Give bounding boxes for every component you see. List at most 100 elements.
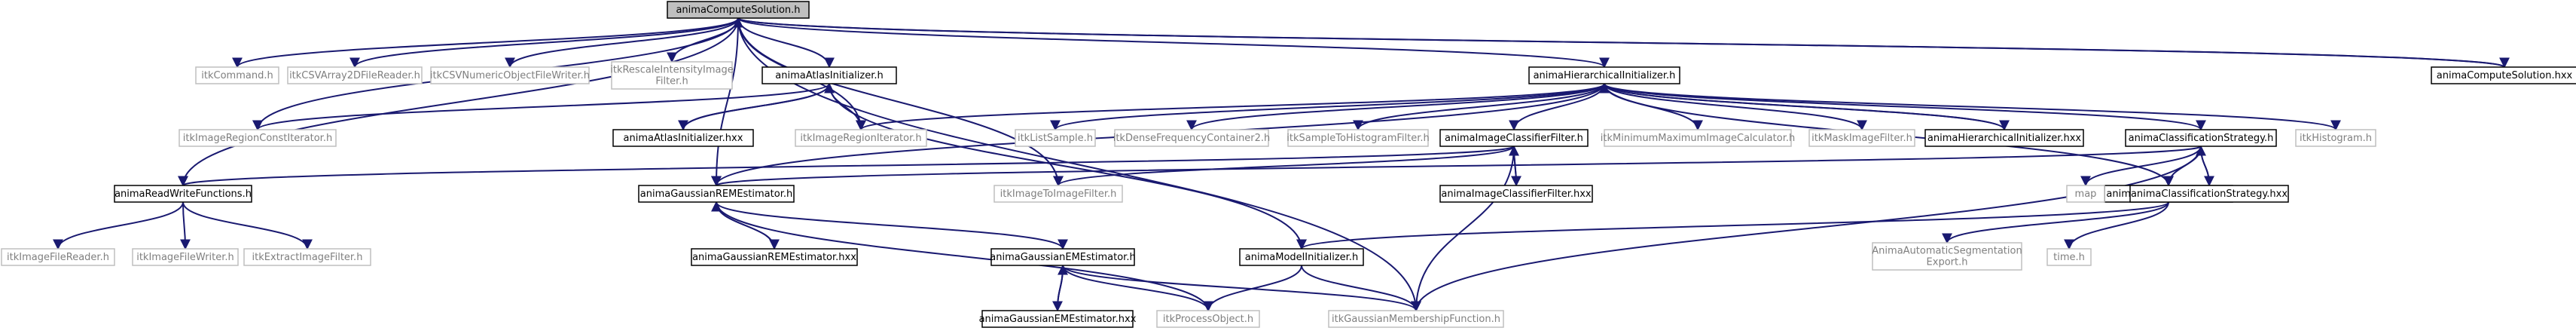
edge-classFilter-to-gaussMem xyxy=(1411,146,1515,312)
edge-atlasHxx-to-atlasInit xyxy=(682,82,835,130)
node-box xyxy=(114,185,252,203)
edge-gremE-to-procObj xyxy=(716,201,1213,312)
node-itkCSVNumeric: itkCSVNumericObjectFileWriter.h xyxy=(430,66,590,84)
node-label: itkImageFileWriter.h xyxy=(136,252,234,263)
node-label: animaAtlasInitializer.hxx xyxy=(624,133,743,144)
node-box xyxy=(612,129,754,147)
edge-classFilter-to-imgToImg xyxy=(1053,146,1515,187)
node-label: itkGaussianMembershipFunction.h xyxy=(1332,314,1500,325)
node-classStratHxx[interactable]: animaClassificationStrategy.hxx xyxy=(2129,185,2289,203)
node-gremE[interactable]: animaGaussianREMEstimator.h xyxy=(638,185,795,203)
node-label: itkListSample.h xyxy=(1018,133,1093,144)
node-label: itkHistogram.h xyxy=(2300,133,2372,144)
node-box xyxy=(2046,248,2092,266)
node-label: itkCSVNumericObjectFileWriter.h xyxy=(430,70,590,81)
node-atlasInit[interactable]: animaAtlasInitializer.h xyxy=(762,66,897,84)
node-box xyxy=(1439,185,1593,203)
edge-root-to-itkCSVNumeric xyxy=(505,17,739,69)
edge-randInit-to-time xyxy=(2064,201,2169,250)
node-atlasHxx[interactable]: animaAtlasInitializer.hxx xyxy=(612,129,754,147)
node-readWrite[interactable]: animaReadWriteFunctions.h xyxy=(114,185,252,203)
node-label: animaGaussianREMEstimator.hxx xyxy=(692,252,856,263)
edge-root-to-atlasInit xyxy=(737,17,835,69)
node-box xyxy=(2066,185,2105,203)
node-gremEHxx[interactable]: animaGaussianREMEstimator.hxx xyxy=(691,248,858,266)
node-regionIter: itkImageRegionIterator.h xyxy=(795,129,927,147)
edge-readWrite-to-fileReader xyxy=(53,201,184,250)
node-histogram: itkHistogram.h xyxy=(2295,129,2376,147)
node-label: time.h xyxy=(2053,252,2085,263)
node-gaussMem: itkGaussianMembershipFunction.h xyxy=(1328,310,1504,328)
node-box xyxy=(1015,129,1096,147)
node-label: itkSampleToHistogramFilter.h xyxy=(1286,133,1429,144)
node-fileReader: itkImageFileReader.h xyxy=(1,248,115,266)
node-box xyxy=(1287,129,1429,147)
node-box xyxy=(1604,129,1792,147)
node-label: itkImageRegionConstIterator.h xyxy=(183,133,332,144)
node-label: map xyxy=(2075,188,2097,200)
node-label: animaComputeSolution.hxx xyxy=(2437,70,2573,81)
node-gemEHxx[interactable]: animaGaussianEMEstimator.hxx xyxy=(979,310,1137,328)
edge-gemE-to-gaussMem xyxy=(1062,265,1421,312)
edge-hierHxx-to-hierInit xyxy=(1599,82,2005,130)
node-label: animaHierarchicalInitializer.hxx xyxy=(1927,133,2082,144)
node-box xyxy=(667,1,810,19)
node-label: itkMaskImageFilter.h xyxy=(1811,133,1912,144)
edge-readWrite-to-extract xyxy=(182,201,313,250)
node-classFilter[interactable]: animaImageClassifierFilter.h xyxy=(1439,129,1589,147)
node-box xyxy=(243,248,371,266)
edge-readWrite-to-fileWriter xyxy=(179,201,191,250)
node-box xyxy=(430,66,590,84)
edge-classFilter-to-readWrite xyxy=(178,146,1515,187)
node-box xyxy=(2125,129,2277,147)
edge-gremE-to-gemE xyxy=(716,201,1068,250)
node-modelInit[interactable]: animaModelInitializer.h xyxy=(1239,248,1364,266)
edge-gremEHxx-to-gremE xyxy=(711,201,775,250)
node-classFilterHxx[interactable]: animaImageClassifierFilter.hxx xyxy=(1439,185,1593,203)
node-label: animaModelInitializer.h xyxy=(1245,252,1358,263)
node-box xyxy=(691,248,858,266)
node-label: itkExtractImageFilter.h xyxy=(252,252,363,263)
node-hierHxx[interactable]: animaHierarchicalInitializer.hxx xyxy=(1924,129,2084,147)
node-gemE[interactable]: animaGaussianEMEstimator.h xyxy=(990,248,1136,266)
node-label: animaGaussianEMEstimator.hxx xyxy=(979,314,1137,325)
node-label: animaClassificationStrategy.hxx xyxy=(2131,188,2288,200)
edge-randInit-to-modelInit xyxy=(1296,201,2169,250)
node-box xyxy=(981,310,1134,328)
edge-rootHxx-to-root xyxy=(733,17,2505,68)
node-box xyxy=(2129,185,2289,203)
edge-randInit-to-autoSeg xyxy=(1942,201,2169,244)
node-box xyxy=(1239,248,1364,266)
node-label: animaClassificationStrategy.h xyxy=(2129,133,2274,144)
node-box xyxy=(1156,310,1260,328)
node-hierInit[interactable]: animaHierarchicalInitializer.h xyxy=(1528,66,1680,84)
node-box xyxy=(1924,129,2084,147)
edge-hierInit-to-histogram xyxy=(1604,83,2341,131)
node-map: map xyxy=(2066,185,2105,203)
node-extract: itkExtractImageFilter.h xyxy=(243,248,371,266)
node-box xyxy=(1872,242,2022,271)
node-rootHxx[interactable]: animaComputeSolution.hxx xyxy=(2431,66,2576,84)
edge-atlasInit-to-modelInit xyxy=(829,83,1307,250)
edge-hierInit-to-regionIter xyxy=(856,83,1605,131)
node-box xyxy=(611,61,733,90)
edge-modelInit-to-gaussMem xyxy=(1301,265,1421,312)
edges-layer xyxy=(53,17,2510,312)
node-box xyxy=(762,66,897,84)
node-fileWriter: itkImageFileWriter.h xyxy=(132,248,239,266)
node-box xyxy=(2431,66,2576,84)
node-label: animaImageClassifierFilter.h xyxy=(1445,133,1583,144)
node-box xyxy=(795,129,927,147)
edge-root-to-imgToImg xyxy=(737,17,1064,187)
node-classStrat[interactable]: animaClassificationStrategy.h xyxy=(2125,129,2277,147)
node-box xyxy=(1439,129,1589,147)
node-listSample: itkListSample.h xyxy=(1015,129,1096,147)
node-regionConst: itkImageRegionConstIterator.h xyxy=(179,129,337,147)
edge-atlasInit-to-regionConst xyxy=(252,83,830,131)
edge-classStrat-to-gaussMem xyxy=(1411,146,2202,312)
